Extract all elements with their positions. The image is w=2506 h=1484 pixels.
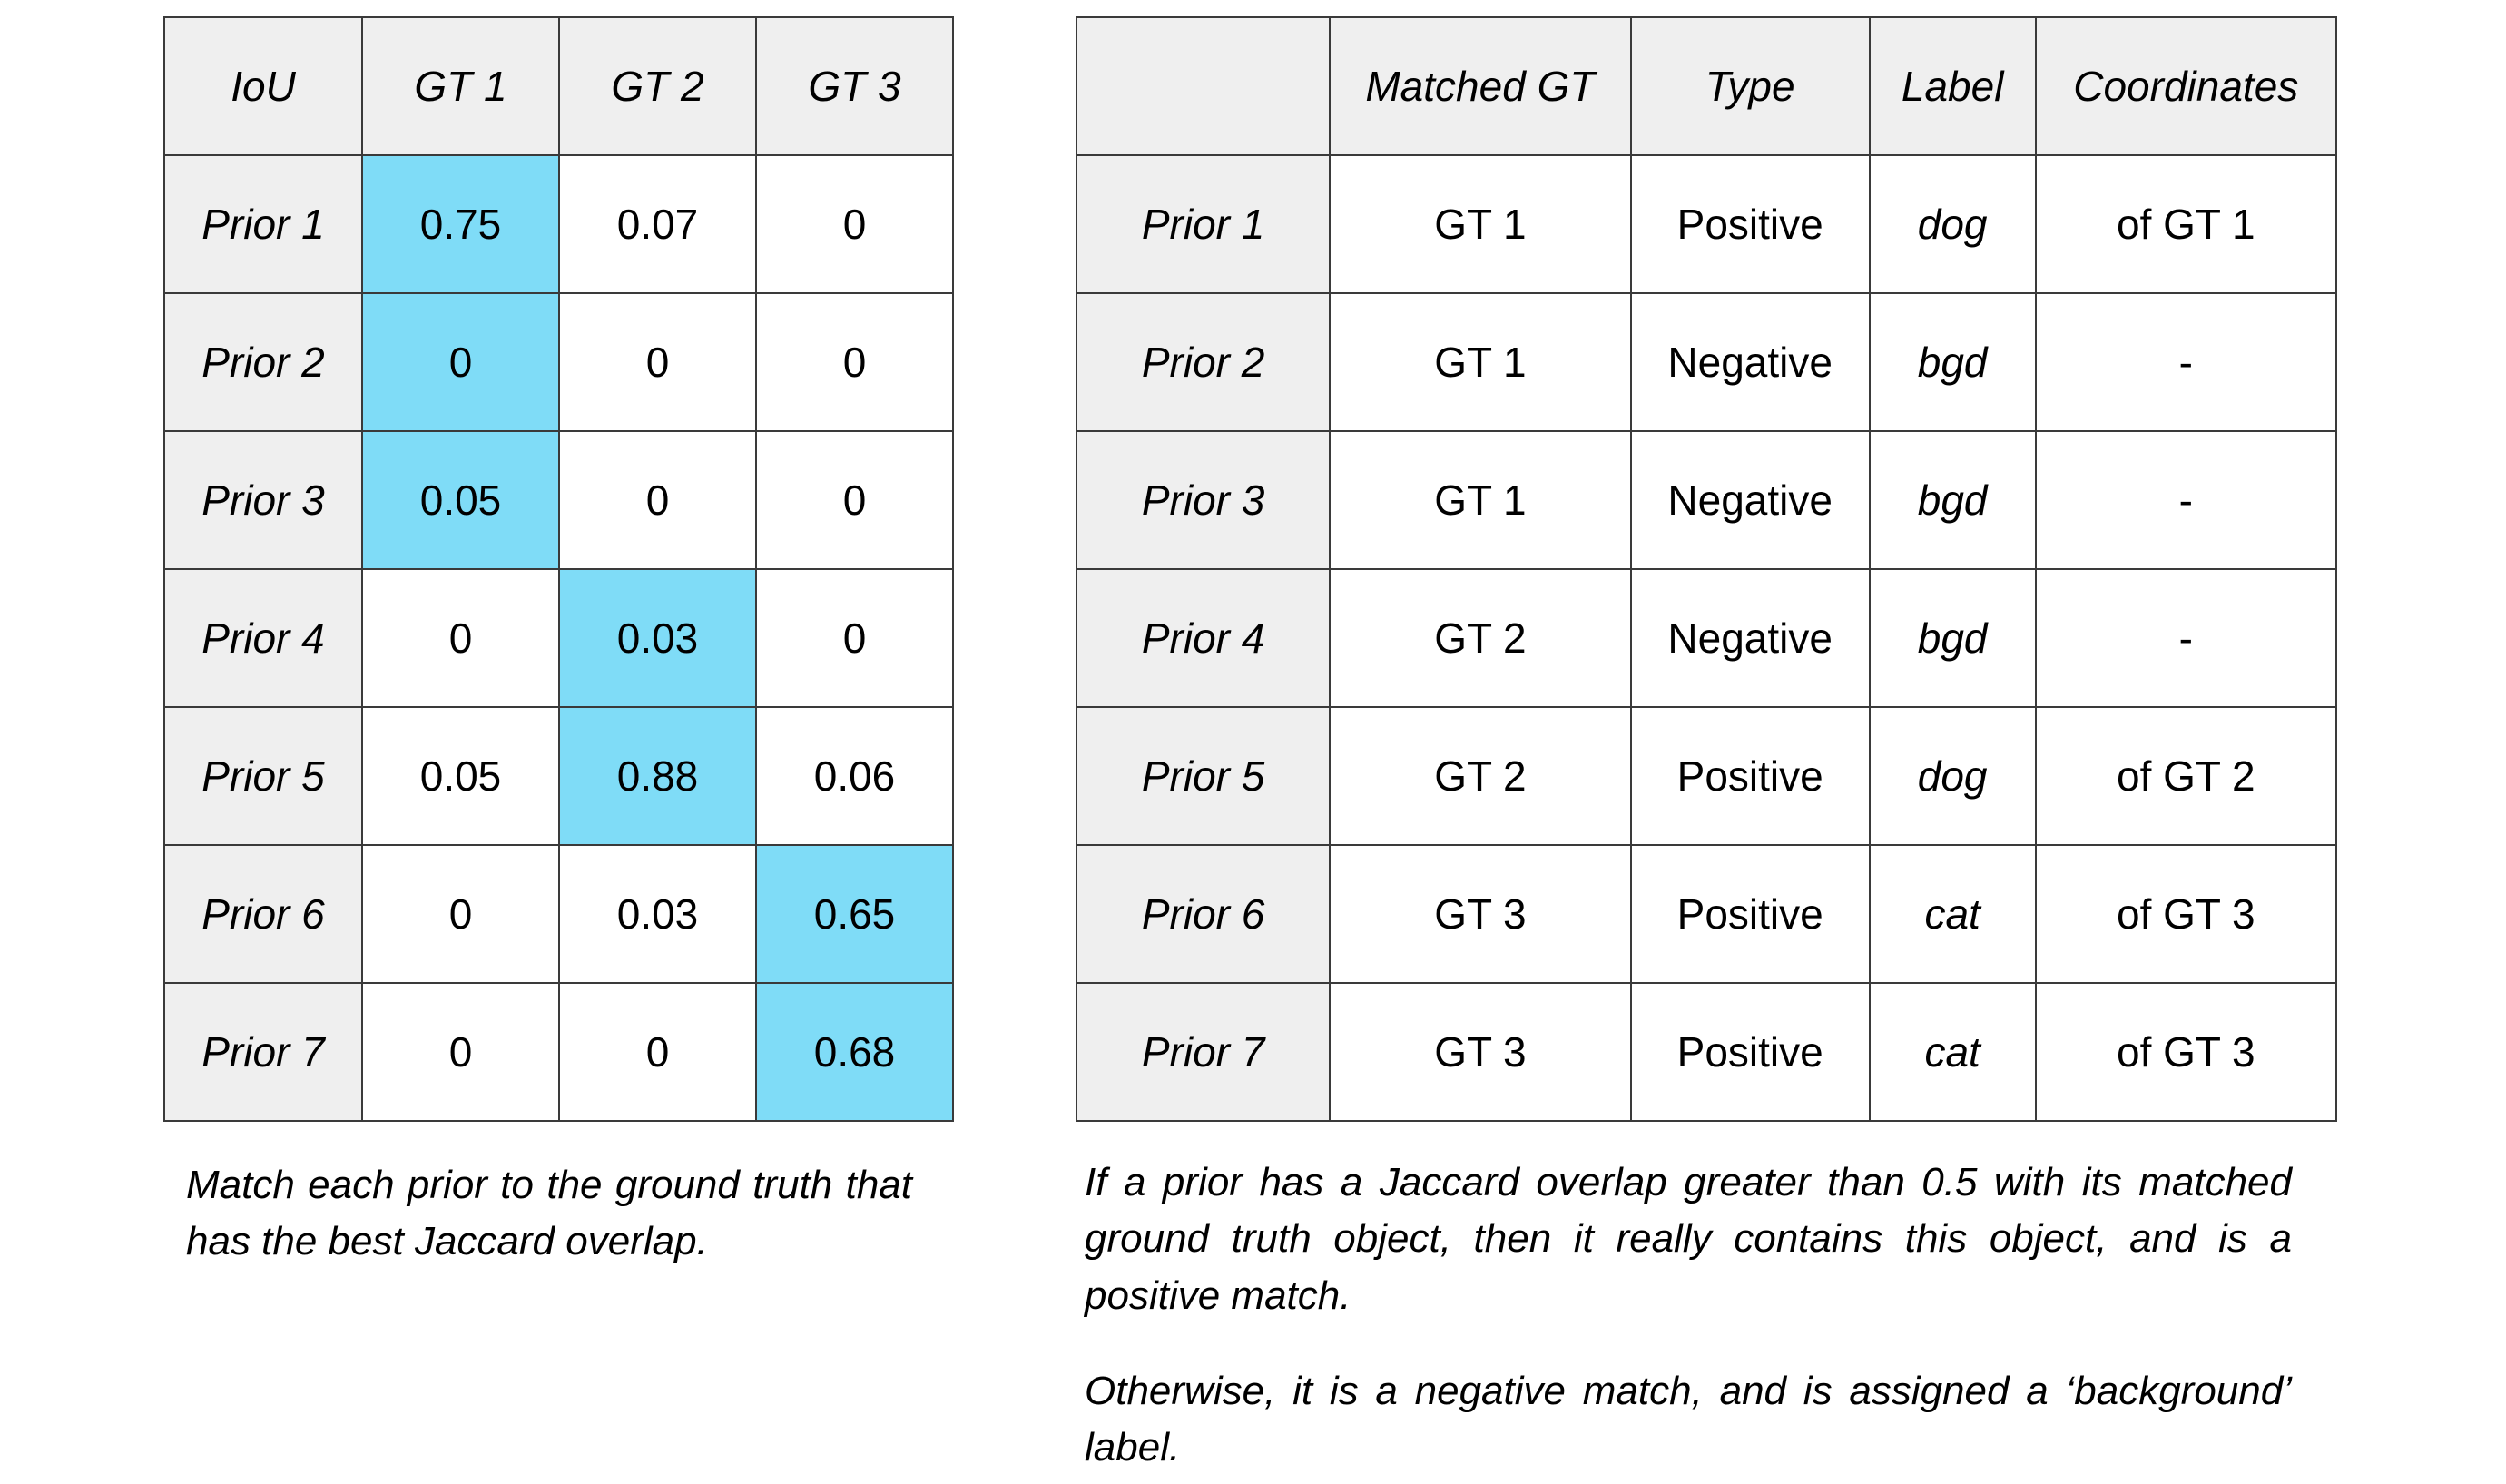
iou-cell-p4-gt1: 0	[361, 568, 560, 708]
match-column-header-coordinates: Coordinates	[2034, 16, 2338, 156]
match-row-header-prior-6: Prior 6	[1075, 844, 1332, 984]
table-row: Prior 6 0 0.03 0.65	[163, 844, 954, 984]
match-cell-p6-type: Positive	[1629, 844, 1871, 984]
iou-cell-p3-gt3: 0	[755, 430, 954, 570]
iou-cell-p2-gt3: 0	[755, 292, 954, 432]
table-row: Prior 2 GT 1 Negative bgd -	[1075, 292, 2338, 432]
match-cell-p4-label: bgd	[1868, 568, 2037, 708]
match-column-header-label: Label	[1868, 16, 2037, 156]
table-row: Prior 1 0.75 0.07 0	[163, 154, 954, 294]
match-cell-p2-type: Negative	[1629, 292, 1871, 432]
iou-cell-p1-gt2: 0.07	[558, 154, 757, 294]
match-cell-p3-coordinates: -	[2034, 430, 2338, 570]
iou-row-header-prior-2: Prior 2	[163, 292, 363, 432]
table-row: Prior 7 GT 3 Positive cat of GT 3	[1075, 982, 2338, 1122]
iou-row-header-prior-6: Prior 6	[163, 844, 363, 984]
match-row-header-prior-4: Prior 4	[1075, 568, 1332, 708]
iou-matrix-table: IoU GT 1 GT 2 GT 3 Prior 1 0.75 0.07 0 P…	[163, 16, 954, 1122]
match-cell-p7-label: cat	[1868, 982, 2037, 1122]
iou-row-header-prior-4: Prior 4	[163, 568, 363, 708]
iou-cell-p6-gt1: 0	[361, 844, 560, 984]
match-cell-p3-matched-gt: GT 1	[1329, 430, 1632, 570]
iou-corner-header: IoU	[163, 16, 363, 156]
match-assignment-table: Matched GT Type Label Coordinates Prior …	[1075, 16, 2338, 1122]
match-row-header-prior-7: Prior 7	[1075, 982, 1332, 1122]
iou-row-header-prior-3: Prior 3	[163, 430, 363, 570]
match-cell-p1-label: dog	[1868, 154, 2037, 294]
table-row: Prior 4 0 0.03 0	[163, 568, 954, 708]
table-row: Prior 3 0.05 0 0	[163, 430, 954, 570]
table-row: Prior 4 GT 2 Negative bgd -	[1075, 568, 2338, 708]
iou-column-header-gt1: GT 1	[361, 16, 560, 156]
iou-cell-p4-gt3: 0	[755, 568, 954, 708]
iou-cell-p1-gt1: 0.75	[361, 154, 560, 294]
match-cell-p5-matched-gt: GT 2	[1329, 706, 1632, 846]
table-row: Prior 5 0.05 0.88 0.06	[163, 706, 954, 846]
iou-cell-p3-gt1: 0.05	[361, 430, 560, 570]
table-row: Prior 7 0 0 0.68	[163, 982, 954, 1122]
match-cell-p7-type: Positive	[1629, 982, 1871, 1122]
caption-right-positive-rule: If a prior has a Jaccard overlap greater…	[1085, 1160, 2292, 1318]
match-cell-p5-label: dog	[1868, 706, 2037, 846]
iou-cell-p6-gt2: 0.03	[558, 844, 757, 984]
match-column-header-matched-gt: Matched GT	[1329, 16, 1632, 156]
iou-cell-p6-gt3: 0.65	[755, 844, 954, 984]
match-cell-p1-matched-gt: GT 1	[1329, 154, 1632, 294]
match-cell-p6-matched-gt: GT 3	[1329, 844, 1632, 984]
iou-cell-p7-gt3: 0.68	[755, 982, 954, 1122]
match-row-header-prior-1: Prior 1	[1075, 154, 1332, 294]
iou-table-panel: IoU GT 1 GT 2 GT 3 Prior 1 0.75 0.07 0 P…	[163, 16, 954, 1122]
iou-row-header-prior-1: Prior 1	[163, 154, 363, 294]
match-row-header-prior-5: Prior 5	[1075, 706, 1332, 846]
match-cell-p5-coordinates: of GT 2	[2034, 706, 2338, 846]
table-row: Prior 2 0 0 0	[163, 292, 954, 432]
iou-row-header-prior-7: Prior 7	[163, 982, 363, 1122]
iou-cell-p2-gt2: 0	[558, 292, 757, 432]
iou-column-header-gt3: GT 3	[755, 16, 954, 156]
iou-cell-p5-gt3: 0.06	[755, 706, 954, 846]
iou-cell-p4-gt2: 0.03	[558, 568, 757, 708]
iou-row-header-prior-5: Prior 5	[163, 706, 363, 846]
iou-cell-p7-gt1: 0	[361, 982, 560, 1122]
match-cell-p5-type: Positive	[1629, 706, 1871, 846]
iou-cell-p5-gt1: 0.05	[361, 706, 560, 846]
iou-column-header-gt2: GT 2	[558, 16, 757, 156]
match-cell-p6-coordinates: of GT 3	[2034, 844, 2338, 984]
match-cell-p3-type: Negative	[1629, 430, 1871, 570]
iou-cell-p1-gt3: 0	[755, 154, 954, 294]
caption-left-matching-rule: Match each prior to the ground truth tha…	[186, 1163, 912, 1264]
match-cell-p1-type: Positive	[1629, 154, 1871, 294]
match-cell-p2-matched-gt: GT 1	[1329, 292, 1632, 432]
iou-cell-p2-gt1: 0	[361, 292, 560, 432]
match-cell-p4-type: Negative	[1629, 568, 1871, 708]
table-row: Prior 5 GT 2 Positive dog of GT 2	[1075, 706, 2338, 846]
match-cell-p4-coordinates: -	[2034, 568, 2338, 708]
match-cell-p4-matched-gt: GT 2	[1329, 568, 1632, 708]
match-row-header-prior-3: Prior 3	[1075, 430, 1332, 570]
table-row: Prior 6 GT 3 Positive cat of GT 3	[1075, 844, 2338, 984]
table-row: Prior 3 GT 1 Negative bgd -	[1075, 430, 2338, 570]
iou-cell-p7-gt2: 0	[558, 982, 757, 1122]
iou-cell-p3-gt2: 0	[558, 430, 757, 570]
match-cell-p7-matched-gt: GT 3	[1329, 982, 1632, 1122]
table-row: Prior 1 GT 1 Positive dog of GT 1	[1075, 154, 2338, 294]
table-header-row: IoU GT 1 GT 2 GT 3	[163, 16, 954, 156]
match-corner-header	[1075, 16, 1332, 156]
match-table-panel: Matched GT Type Label Coordinates Prior …	[1075, 16, 2338, 1122]
match-cell-p7-coordinates: of GT 3	[2034, 982, 2338, 1122]
iou-cell-p5-gt2: 0.88	[558, 706, 757, 846]
match-row-header-prior-2: Prior 2	[1075, 292, 1332, 432]
match-cell-p6-label: cat	[1868, 844, 2037, 984]
match-cell-p2-coordinates: -	[2034, 292, 2338, 432]
caption-right-negative-rule: Otherwise, it is a negative match, and i…	[1085, 1369, 2292, 1470]
match-cell-p2-label: bgd	[1868, 292, 2037, 432]
table-header-row: Matched GT Type Label Coordinates	[1075, 16, 2338, 156]
match-column-header-type: Type	[1629, 16, 1871, 156]
match-cell-p1-coordinates: of GT 1	[2034, 154, 2338, 294]
match-cell-p3-label: bgd	[1868, 430, 2037, 570]
